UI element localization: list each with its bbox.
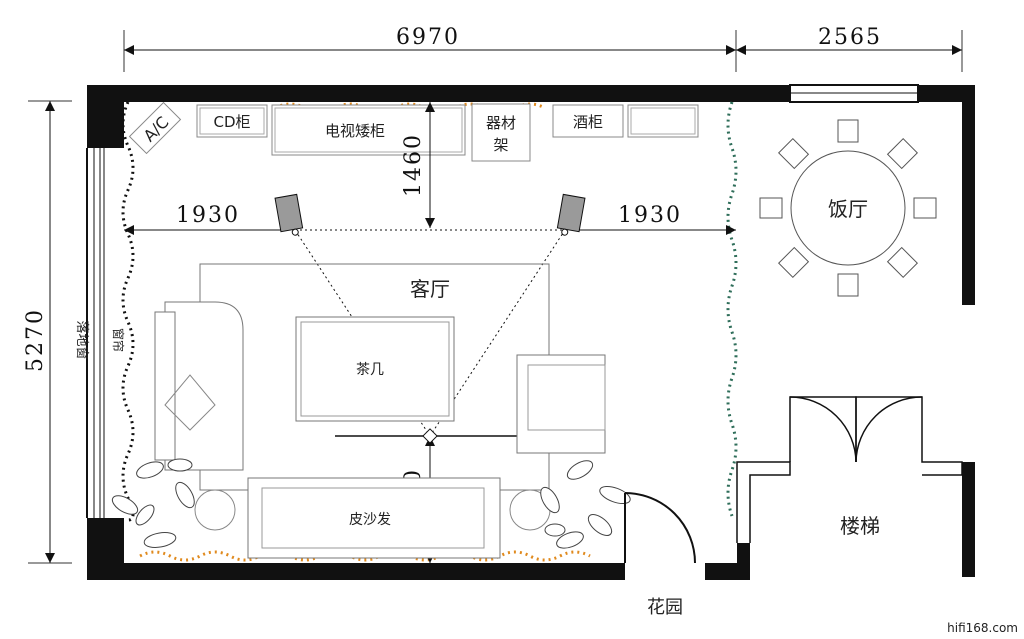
plant-left-icon (111, 458, 195, 548)
wine-cabinet: 酒柜 (552, 104, 699, 138)
speaker-right-icon (556, 193, 586, 236)
dim-speaker-right: 1930 (618, 203, 682, 228)
living-room-label: 客厅 (410, 277, 450, 301)
plant-right-icon (540, 460, 631, 549)
dining-room-label: 饭厅 (828, 197, 868, 221)
dimension-top: 6970 2565 (123, 25, 963, 72)
svg-text:CD柜: CD柜 (213, 113, 250, 131)
tv-cabinet: 电视矮柜 (271, 104, 466, 156)
coffee-table: 茶几 (295, 316, 455, 422)
svg-text:架: 架 (493, 136, 508, 154)
svg-text:酒柜: 酒柜 (573, 113, 603, 131)
walls (87, 84, 975, 580)
svg-text:茶几: 茶几 (356, 362, 384, 378)
side-table-left (194, 489, 236, 531)
svg-text:器材: 器材 (486, 114, 516, 132)
curtain-left (121, 101, 135, 522)
dim-speaker-left: 1930 (176, 203, 240, 228)
listening-triangle (294, 229, 566, 437)
dim-dining-width: 2565 (818, 25, 882, 50)
dim-living-width: 6970 (396, 25, 460, 50)
dim-room-depth: 5270 (23, 308, 48, 372)
svg-text:皮沙发: 皮沙发 (349, 512, 391, 528)
svg-text:电视矮柜: 电视矮柜 (325, 122, 385, 140)
cd-cabinet: CD柜 (196, 104, 268, 138)
garden-label: 花园 (647, 597, 683, 618)
dimension-left: 5270 (23, 100, 72, 564)
garden-door[interactable] (624, 492, 696, 564)
floor-window-label: 落地窗 (74, 320, 90, 359)
stairs-area (736, 396, 963, 543)
dining-table (759, 119, 937, 297)
armchair (516, 354, 606, 454)
curtain-label: 窗帘 (111, 328, 126, 352)
watermark: hifi168.com (947, 621, 1018, 635)
dim-speaker-front: 1460 (401, 133, 426, 197)
speaker-left-icon (274, 193, 304, 236)
stairs-label: 楼梯 (840, 514, 880, 538)
leather-sofa: 皮沙发 (247, 477, 501, 559)
curtain-bottom (139, 550, 591, 562)
equipment-rack: 器材 架 (471, 103, 531, 162)
curtain-right (726, 101, 738, 517)
ac-unit: A/C (128, 101, 182, 155)
floor-window: 落地窗 窗帘 (74, 148, 126, 518)
side-sofa (154, 301, 244, 471)
listening-position-icon (422, 428, 438, 444)
